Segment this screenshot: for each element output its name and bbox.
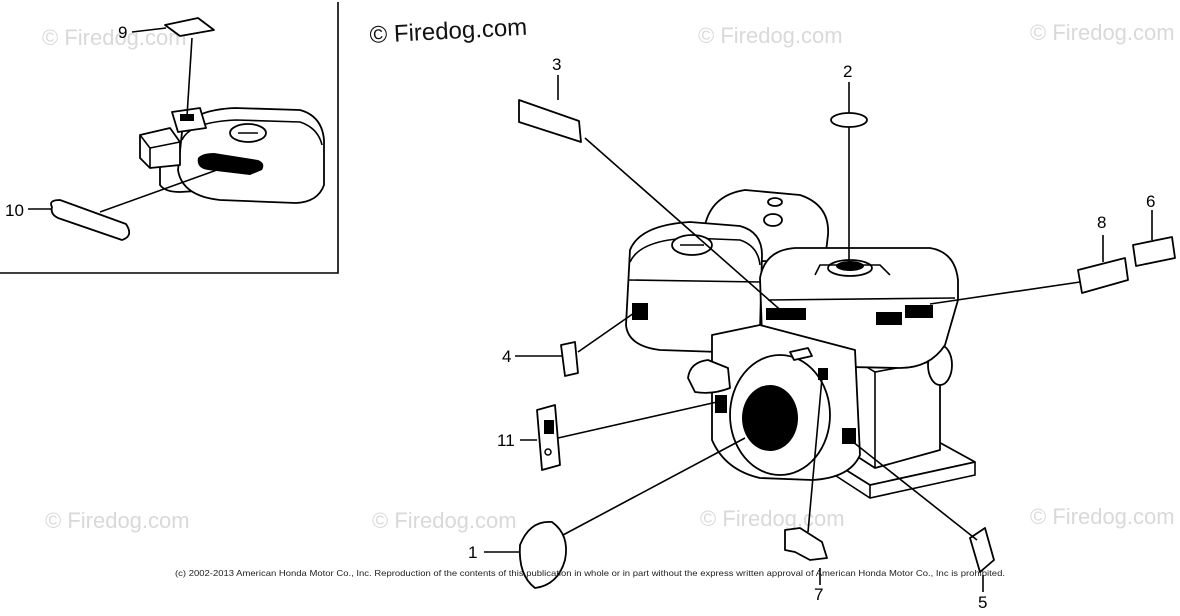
label-4-part <box>560 341 579 377</box>
label-2-part <box>830 112 868 128</box>
callout-3: 3 <box>552 55 561 74</box>
label-8-part <box>1077 257 1129 294</box>
callout-2: 2 <box>843 62 852 81</box>
label-1-part <box>518 521 567 589</box>
callout-8: 8 <box>1097 213 1106 232</box>
callout-1: 1 <box>468 543 477 562</box>
main-watermark: © Firedog.com <box>369 14 528 49</box>
callout-6: 6 <box>1146 192 1155 211</box>
label-6-part <box>1132 236 1176 267</box>
inset-fuel-tank <box>139 107 325 204</box>
callout-7: 7 <box>814 585 823 604</box>
callout-5: 5 <box>978 593 987 612</box>
watermark: © Firedog.com <box>372 508 517 533</box>
label-7-part <box>784 527 828 561</box>
watermark: © Firedog.com <box>1030 20 1175 45</box>
label-5-part <box>969 527 995 573</box>
watermark: © Firedog.com <box>1030 504 1175 529</box>
callout-4: 4 <box>502 347 511 366</box>
engine-illustration <box>625 189 976 499</box>
watermark: © Firedog.com <box>698 23 843 48</box>
leader-lines <box>28 27 1153 592</box>
inset-frame <box>0 2 339 274</box>
label-3-part <box>518 99 582 143</box>
label-11-part <box>536 404 561 471</box>
copyright-footer: (c) 2002-2013 American Honda Motor Co., … <box>175 568 1005 578</box>
callout-10: 10 <box>5 201 24 220</box>
watermark: © Firedog.com <box>700 506 845 531</box>
callout-9: 9 <box>118 23 127 42</box>
label-10-part <box>50 199 131 241</box>
watermark: © Firedog.com <box>45 508 190 533</box>
callout-11: 11 <box>497 431 515 450</box>
label-9-part <box>164 17 215 37</box>
